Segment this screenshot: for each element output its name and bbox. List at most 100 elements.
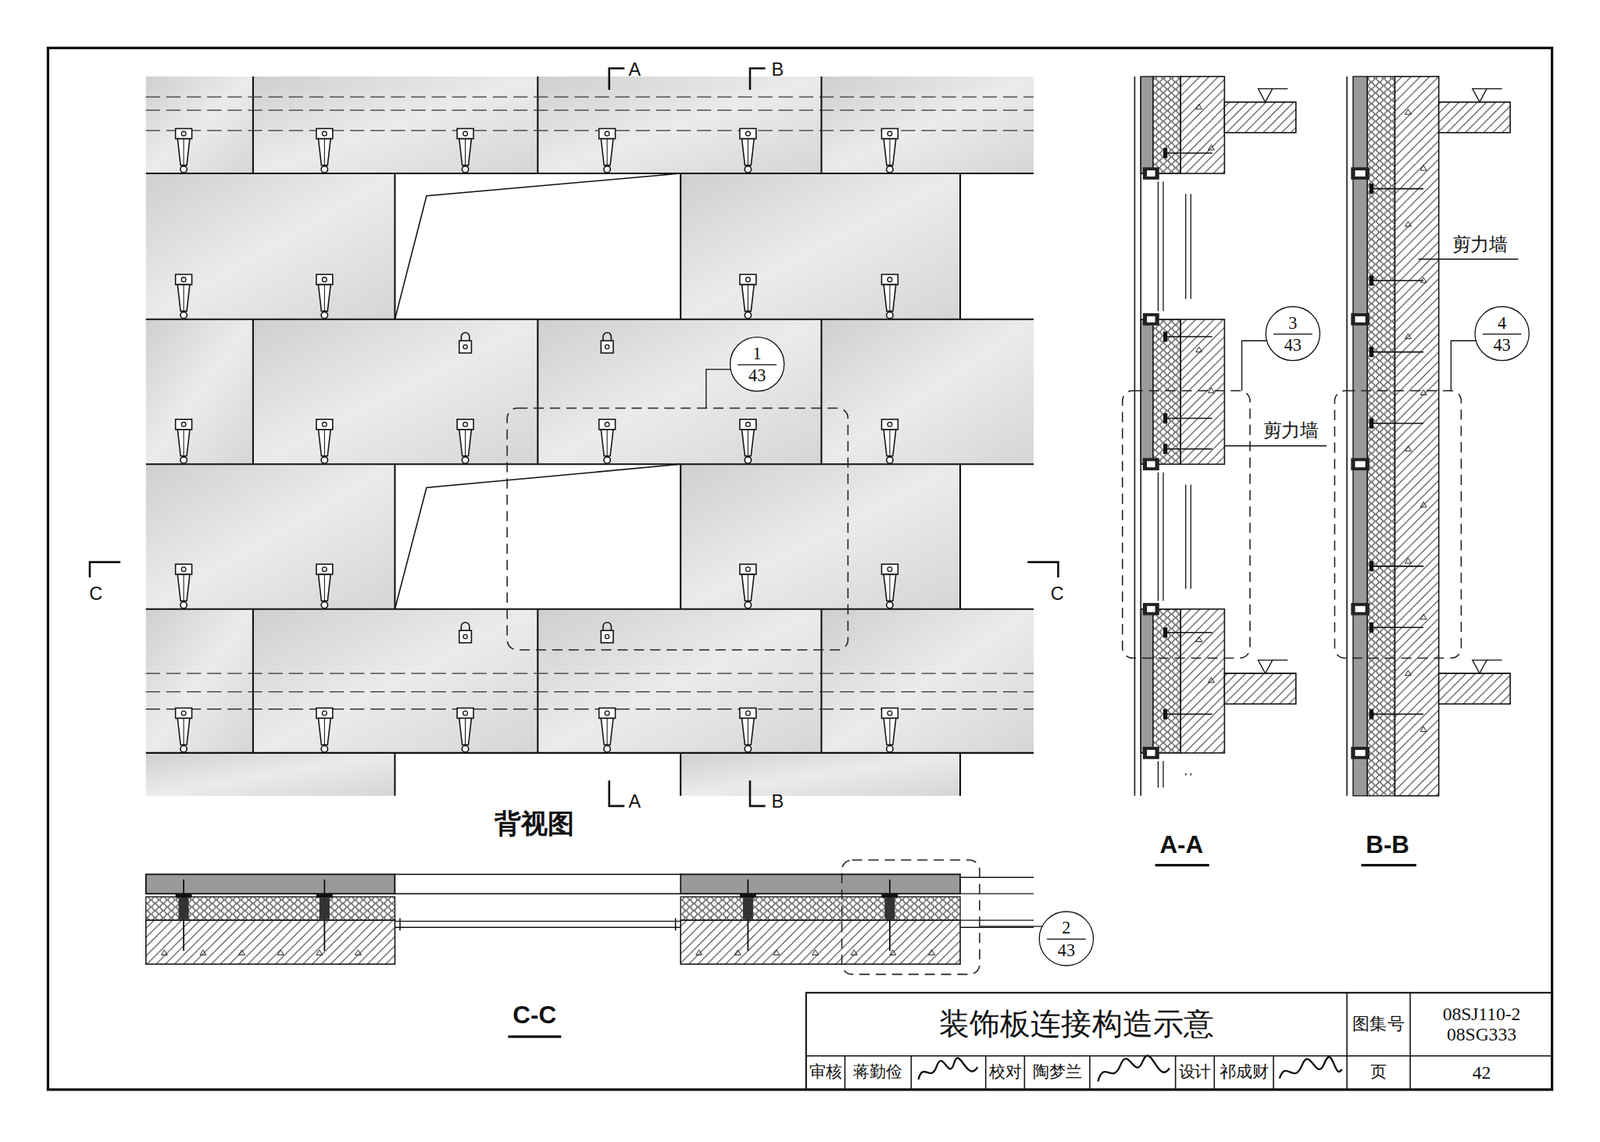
bracket-plate (175, 274, 193, 285)
slab-hidden-line (146, 109, 1034, 111)
insulation (1153, 609, 1181, 754)
section-mark (1027, 562, 1058, 579)
title-block-cell: 设计 (1178, 1063, 1212, 1083)
bracket-plate (457, 419, 474, 430)
bracket-rib (747, 718, 749, 746)
decor-panel (821, 609, 1034, 754)
decor-panel-section (1140, 76, 1154, 174)
section-aa (1122, 76, 1327, 866)
hanger-bracket (175, 274, 193, 318)
bolt-hole (181, 131, 186, 136)
bracket-rib (464, 718, 466, 746)
aggregate-mark (1405, 333, 1412, 340)
bracket-plate (175, 128, 193, 140)
continuation-line (960, 919, 1034, 921)
bracket-plate (175, 564, 193, 575)
panel-joint (679, 464, 682, 609)
restraint-clip (600, 332, 614, 354)
glazing-line (1157, 181, 1159, 311)
aggregate-mark (277, 950, 284, 956)
anchor-plate (1369, 709, 1374, 720)
window-reveal-line (394, 464, 681, 609)
anchor-plate (1369, 346, 1374, 358)
title-block-cell: 08SJ110-2 08SG333 (1425, 1003, 1539, 1047)
leader-line (706, 369, 734, 409)
bolt-hole (887, 710, 893, 716)
bracket-rib (183, 574, 185, 601)
title-block-rule (910, 1056, 913, 1090)
bolt-hole (463, 131, 468, 136)
bracket-rib (889, 139, 890, 166)
bracket-arm (177, 574, 190, 601)
clip-hole (463, 634, 468, 639)
hanger-bracket (457, 419, 474, 464)
title-underline (1155, 864, 1210, 867)
bracket-rib (747, 284, 749, 311)
insulation (680, 896, 961, 921)
bracket-arm (600, 429, 614, 457)
detail-boundary (1122, 390, 1250, 658)
bracket-plate (881, 707, 898, 718)
aggregate-mark (239, 950, 246, 956)
panel-outline (1346, 76, 1348, 797)
bracket-arm (459, 718, 472, 746)
bracket-flange (175, 893, 193, 898)
panel-joint (536, 609, 539, 754)
aggregate-mark (200, 950, 207, 956)
hanger-bracket (316, 128, 333, 173)
panel-joint (820, 76, 822, 174)
aggregate-mark (316, 950, 323, 956)
aggregate-mark (1420, 389, 1427, 396)
bracket-section (319, 897, 330, 919)
view-name: 剪力墙 (1263, 419, 1319, 441)
window-line (1190, 193, 1192, 300)
bracket-plate (316, 128, 333, 140)
clip-hook (460, 332, 469, 341)
section-letter: B (771, 791, 784, 813)
level-symbol (1472, 660, 1487, 674)
callout-divider (1273, 332, 1312, 334)
title-underline (1360, 864, 1417, 867)
aggregate-mark (1420, 614, 1427, 620)
section-markers (89, 68, 1059, 807)
bolt-hole (321, 710, 327, 716)
bracket-rib (747, 139, 749, 166)
bolt-hole (604, 710, 610, 716)
bracket-plate (739, 419, 757, 430)
bracket-pin (886, 311, 893, 318)
bracket-plate (881, 128, 898, 140)
section-mark (750, 68, 766, 90)
clip-hole (463, 344, 468, 349)
panel-joint (393, 753, 396, 797)
clamp-slot (1355, 316, 1366, 323)
anchor-plate (1369, 275, 1374, 286)
decor-panel (253, 609, 538, 754)
panel-joint (393, 464, 396, 609)
bracket-pin (886, 601, 893, 608)
hanger-bracket (175, 564, 193, 608)
decor-panel (146, 753, 396, 797)
decor-panel (680, 753, 961, 797)
hanger-bracket (881, 707, 898, 752)
panel-clamp (1142, 746, 1160, 760)
bracket-pin (321, 457, 328, 464)
bracket-plate (316, 419, 333, 430)
aggregate-mark (1405, 109, 1412, 115)
bracket-rib (464, 139, 466, 166)
bracket-pin (321, 311, 328, 318)
bolt-hole (604, 131, 610, 136)
window-line (1185, 193, 1186, 300)
anchor-bolt (1369, 279, 1424, 282)
decor-panel (537, 76, 822, 174)
aggregate-mark (812, 950, 819, 956)
panel-clamp (1142, 313, 1160, 326)
bolt-hole (321, 277, 327, 283)
panel-joint (252, 76, 254, 174)
bracket-arm (600, 139, 614, 166)
decor-panel (146, 464, 396, 609)
anchor-plate (1163, 627, 1168, 638)
title-block-rule (1024, 1056, 1026, 1090)
concrete-wall (680, 920, 961, 965)
bracket-arm (459, 139, 472, 166)
bolt-hole (746, 567, 751, 572)
